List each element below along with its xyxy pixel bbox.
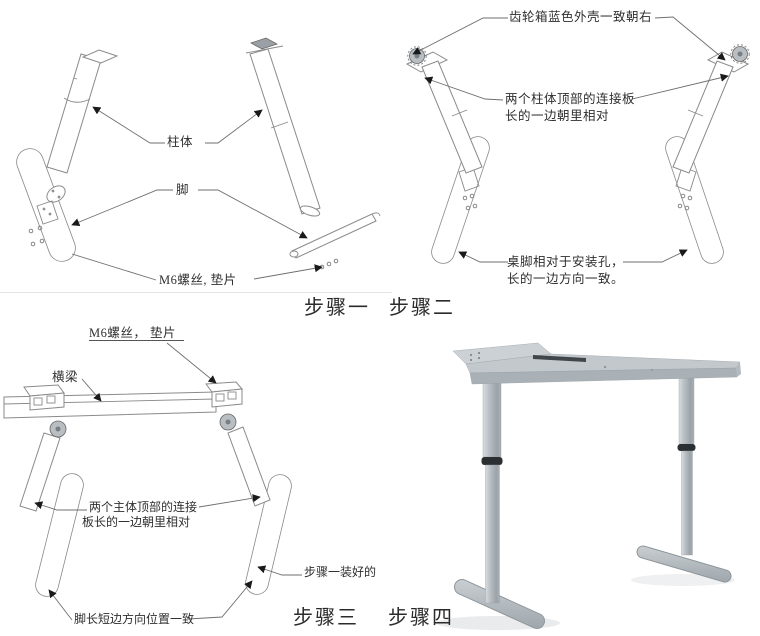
label-foot: 脚 — [176, 183, 190, 197]
label-m6-screws-step3: M6螺丝， 垫片 — [89, 326, 184, 342]
desk-top-frame — [452, 342, 741, 385]
label-plates-line1: 两个柱体顶部的连接板 — [505, 92, 636, 106]
column-left — [46, 49, 119, 174]
row-divider — [0, 292, 392, 293]
step-3-title: 步骤三 — [293, 607, 359, 629]
label-plates-line2: 长的一边朝里相对 — [505, 109, 610, 123]
step-4-photo — [436, 342, 741, 630]
label-assembled-step1: 步骤一装好的 — [304, 565, 377, 579]
step-3-leader-lines — [34, 342, 302, 621]
label-feet-line1: 桌脚相对于安装孔， — [507, 255, 625, 269]
step-1-diagram — [16, 37, 381, 281]
foot-left — [16, 148, 76, 262]
label-feet-line2: 长的一边方向一致。 — [507, 272, 625, 286]
leg-assembly-right — [665, 44, 750, 264]
crossbeam — [3, 381, 244, 419]
label-body-plates-line1: 两个主体顶部的连接 — [89, 500, 198, 514]
step-2-diagram — [405, 16, 750, 264]
label-column: 柱体 — [167, 135, 194, 149]
label-body-plates-line2: 板长的一边朝里相对 — [82, 515, 191, 529]
leg-assembly-left — [405, 46, 490, 264]
desk-foot-right — [636, 545, 732, 583]
step-2-title: 步骤二 — [389, 297, 455, 319]
label-gearbox: 齿轮箱蓝色外壳一致朝右 — [509, 10, 653, 24]
step-4-title: 步骤四 — [388, 607, 454, 629]
leg-assembly-left — [19, 420, 84, 597]
desk-leg-right — [677, 375, 696, 556]
step-1-leader-lines — [71, 106, 323, 281]
label-m6-screws-step1: M6螺丝, 垫片 — [159, 273, 237, 287]
label-crossbeam: 横梁 — [52, 370, 79, 384]
foot-right — [289, 212, 381, 270]
desk-leg-left — [481, 372, 503, 604]
label-feet-orientation: 脚长短边方向位置一致 — [74, 612, 195, 626]
step-2-leader-lines — [412, 16, 729, 263]
step-1-title: 步骤一 — [304, 297, 370, 319]
desk-foot-left — [454, 579, 545, 629]
step-3-diagram — [3, 342, 302, 621]
column-right — [245, 37, 321, 217]
